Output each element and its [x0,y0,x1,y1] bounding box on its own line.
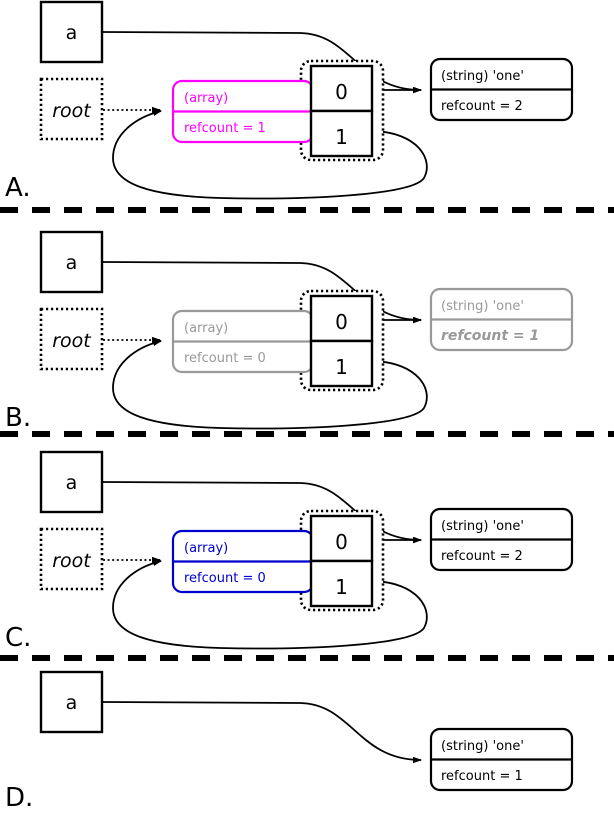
string-zval-box: (string) 'one' refcount = 1 [429,727,574,792]
root-box: root [39,527,104,591]
index-cell-1-label: 1 [335,575,348,599]
string-refcount-label: refcount = 1 [441,328,539,344]
array-zval-box: (array) refcount = 1 [171,79,315,144]
variable-box-a-label: a [66,22,78,44]
variable-box-a: a [39,450,104,514]
index-cell-1-label: 1 [335,355,348,379]
array-refcount-label: refcount = 1 [184,121,266,136]
array-type-label: (array) [184,541,228,556]
string-type-label: (string) 'one' [441,299,524,314]
string-refcount-label: refcount = 2 [441,549,523,564]
root-box: root [39,77,104,141]
arrow-cycle-index1-to-array [112,339,428,430]
variable-box-a-label: a [66,692,78,714]
panel-a: a root (array) refcount = 1 0 1 [5,0,574,203]
panel-c: a root (array) refcount = 0 0 1 [5,450,574,653]
variable-box-a: a [39,0,104,64]
index-cell-0-label: 0 [335,310,348,334]
index-cell-0-label: 0 [335,530,348,554]
string-type-label: (string) 'one' [441,69,524,84]
arrow-cycle-index1-to-array [112,109,428,200]
arrow-a-to-string [101,701,422,764]
string-type-label: (string) 'one' [441,519,524,534]
panel-label-a: A. [5,173,31,203]
string-type-label: (string) 'one' [441,739,524,754]
array-refcount-label: refcount = 0 [184,351,266,366]
panel-label-c: C. [5,623,31,653]
root-box-label: root [52,100,92,122]
array-refcount-label: refcount = 0 [184,571,266,586]
panel-label-d: D. [5,783,33,813]
arrow-cycle-index1-to-array [112,559,428,650]
arrow-a-to-string [101,31,422,94]
index-cells: 0 1 [309,294,374,388]
array-type-label: (array) [184,321,228,336]
panel-b: a root (array) refcount = 0 0 1 [5,230,574,433]
arrow-a-to-string [101,261,422,324]
array-zval-box: (array) refcount = 0 [171,529,315,594]
index-cell-1-label: 1 [335,125,348,149]
variable-box-a: a [39,230,104,294]
root-box: root [39,307,104,371]
array-zval-box: (array) refcount = 0 [171,309,315,374]
index-cell-0-label: 0 [335,80,348,104]
string-zval-box: (string) 'one' refcount = 2 [429,507,574,572]
string-zval-box: (string) 'one' refcount = 2 [429,57,574,122]
panel-label-b: B. [5,403,31,433]
variable-box-a-label: a [66,472,78,494]
array-type-label: (array) [184,91,228,106]
variable-box-a-label: a [66,252,78,274]
variable-box-a: a [39,670,104,734]
root-box-label: root [52,550,92,572]
string-refcount-label: refcount = 2 [441,99,523,114]
panel-d: a (string) 'one' refcount = 1 D. [5,670,574,813]
root-box-label: root [52,330,92,352]
string-zval-box: (string) 'one' refcount = 1 [429,287,574,352]
index-cells: 0 1 [309,514,374,608]
arrow-a-to-string [101,481,422,544]
index-cells: 0 1 [309,64,374,158]
string-refcount-label: refcount = 1 [441,769,523,784]
